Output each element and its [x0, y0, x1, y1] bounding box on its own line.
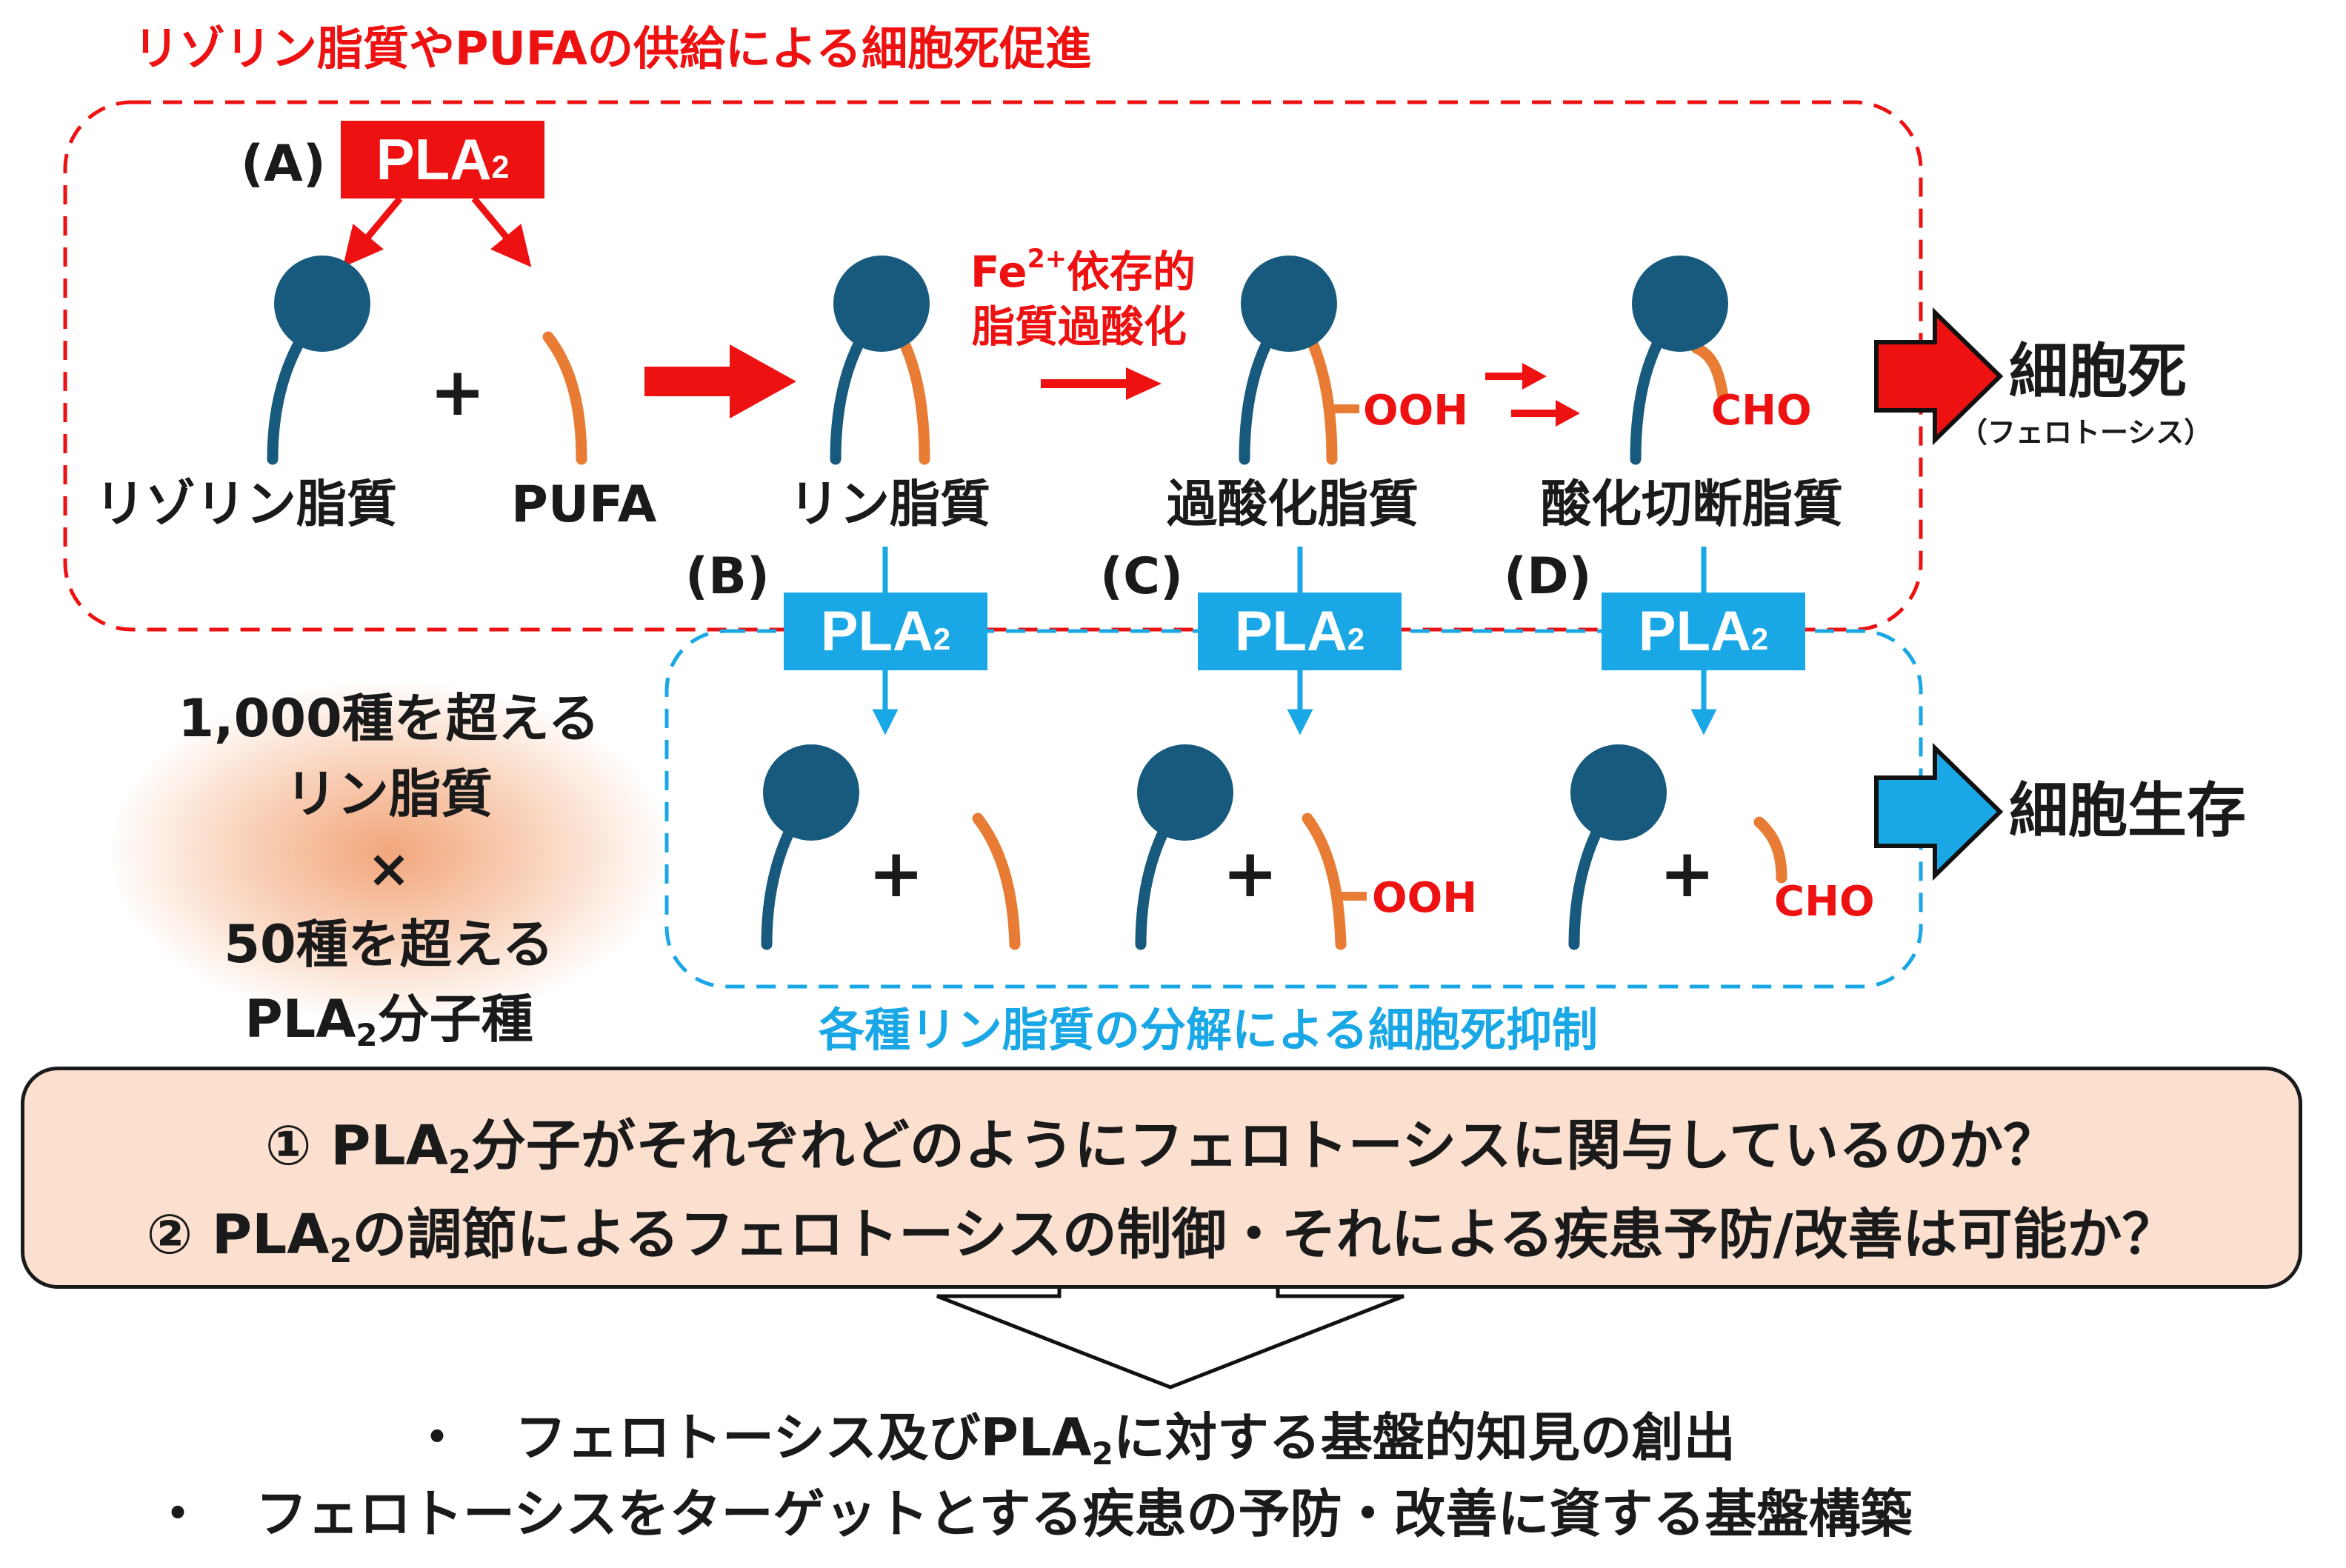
- b-lysophospholipid: [761, 744, 859, 950]
- cleaved-lipid-molecule: [1630, 256, 1729, 465]
- question-box: ① PLA2分子がそれぞれどのようにフェロトーシスに関与しているのか？ ② PL…: [21, 1067, 2302, 1289]
- pla-a-arrow-right: [471, 196, 532, 267]
- fe-dependent-text: 依存的: [1066, 247, 1196, 297]
- b-fatty-acid: [972, 813, 1021, 950]
- pla2-d-text: PLA: [1638, 600, 1751, 663]
- pla2-c-subscript: 2: [1347, 621, 1365, 656]
- phospholipid-label: リン脂質: [789, 476, 991, 534]
- lysophospholipid-molecule: [267, 256, 370, 465]
- pla2-d-subscript: 2: [1750, 621, 1769, 656]
- q1-prefix: ① PLA: [264, 1114, 448, 1178]
- side-line-1: 1,000種を超える: [178, 688, 600, 749]
- plus-sign-c: +: [1222, 835, 1279, 913]
- c-oxidized-fatty-acid: [1302, 813, 1367, 950]
- question-2: ② PLA2の調節によるフェロトーシスの制御・それによる疾患予防/改善は可能か？: [24, 1190, 2299, 1270]
- cleavage-arrow-lower: [1511, 400, 1580, 427]
- side-molecule-species-text: 分子種: [377, 989, 533, 1050]
- cleavage-arrow-upper: [1485, 363, 1547, 390]
- q1-text: 分子がそれぞれどのようにフェロトーシスに関与しているのか？: [470, 1114, 2059, 1178]
- side-pla-subscript: 2: [356, 1016, 378, 1053]
- pla2-a-text: PLA: [376, 127, 492, 192]
- peroxidized-lipid-molecule: [1239, 256, 1359, 465]
- outcome-1-subscript: 2: [1091, 1435, 1113, 1472]
- plus-sign-d: +: [1659, 835, 1716, 913]
- pla2-b-subscript: 2: [933, 621, 951, 656]
- ferroptosis-label: （フェロトーシス）: [1959, 416, 2213, 449]
- cho-top: CHO: [1711, 387, 1812, 435]
- phospholipid-molecule: [830, 256, 930, 465]
- label-d: (D): [1504, 547, 1592, 606]
- outcome-1-prefix: ・ フェロトーシス及びPLA: [411, 1407, 1092, 1468]
- lyso-label: リゾリン脂質: [95, 476, 398, 534]
- pla2-c-text: PLA: [1234, 600, 1347, 663]
- big-red-arrow: [644, 344, 796, 418]
- ooh-bottom: OOH: [1372, 874, 1478, 922]
- question-1: ① PLA2分子がそれぞれどのようにフェロトーシスに関与しているのか？: [24, 1101, 2299, 1181]
- c-lysophospholipid: [1135, 744, 1233, 950]
- pla2-b-text: PLA: [820, 600, 933, 663]
- side-line-5: PLA2分子種: [119, 982, 659, 1058]
- outcome-1: ・ フェロトーシス及びPLA2に対する基盤的知見の創出: [411, 1396, 1736, 1472]
- label-c: (C): [1100, 547, 1184, 606]
- q2-text: の調節によるフェロトーシスの制御・それによる疾患予防/改善は可能か？: [352, 1203, 2177, 1267]
- promotion-title: リゾリン脂質やPUFAの供給による細胞死促進: [133, 21, 1092, 76]
- q1-subscript: 2: [447, 1144, 471, 1182]
- side-line-3: ×: [367, 838, 411, 899]
- side-glow-background: [111, 681, 667, 1022]
- peroxide-label: 過酸化脂質: [1167, 476, 1419, 534]
- pufa-molecule: [542, 331, 587, 465]
- lipid-peroxidation-arrow: [1041, 367, 1162, 400]
- pufa-label: PUFA: [511, 476, 657, 534]
- ooh-top: OOH: [1363, 387, 1469, 435]
- side-line-2: リン脂質: [285, 763, 493, 824]
- fe-dependent-label: Fe2+依存的: [970, 246, 1196, 293]
- cell-death-label: 細胞死: [2009, 337, 2187, 406]
- outcome-1-text: に対する基盤的知見の創出: [1113, 1407, 1736, 1468]
- suppression-caption: 各種リン脂質の分解による細胞死抑制: [819, 1003, 1599, 1057]
- d-cleaved-fatty-acid: [1753, 816, 1787, 884]
- cell-survival-label: 細胞生存: [2009, 776, 2246, 845]
- cell-survival-arrow: [1874, 742, 2004, 881]
- cleaved-label: 酸化切断脂質: [1541, 476, 1844, 534]
- d-lysophospholipid: [1568, 744, 1667, 950]
- cell-death-arrow: [1874, 307, 2004, 446]
- plus-sign-top: +: [430, 353, 486, 431]
- lipid-peroxidation-label: 脂質過酸化: [972, 301, 1187, 352]
- plus-sign-b: +: [868, 835, 924, 913]
- pla-a-arrow-left: [342, 196, 403, 267]
- side-pla-text: PLA: [244, 989, 356, 1050]
- label-a: (A): [241, 135, 326, 193]
- q2-prefix: ② PLA: [146, 1203, 330, 1267]
- cho-bottom: CHO: [1774, 878, 1875, 926]
- side-text-block: 1,000種を超える リン脂質 × 50種を超える PLA2分子種: [119, 681, 659, 1058]
- side-line-4: 50種を超える: [224, 913, 554, 975]
- fe-text: Fe: [970, 247, 1027, 297]
- fe-superscript: 2+: [1027, 244, 1067, 274]
- pla2-a-subscript: 2: [491, 149, 510, 185]
- q2-subscript: 2: [329, 1232, 353, 1271]
- outcome-2: ・ フェロトーシスをターゲットとする疾患の予防・改善に資する基盤構築: [152, 1484, 1913, 1544]
- label-b: (B): [685, 547, 770, 606]
- outcome-funnel-arrow: [936, 1287, 1404, 1389]
